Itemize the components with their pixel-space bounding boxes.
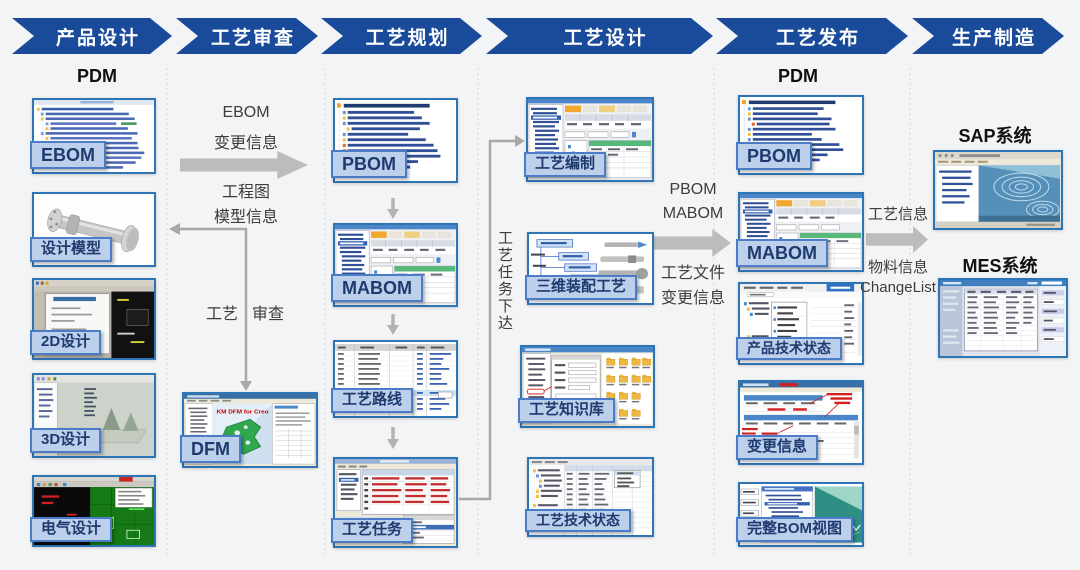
screenshot-pbom-release	[740, 97, 862, 173]
label-mabom-planning: MABOM	[331, 273, 423, 302]
review-text-review: 审查	[252, 306, 285, 323]
sap-system-heading: SAP系统	[958, 126, 1032, 146]
label-process-knowledge-base: 工艺知识库	[518, 398, 616, 423]
label-3d-design: 3D设计	[30, 428, 102, 453]
release-to-mfg-arrow	[866, 226, 928, 253]
mfg-arrow-text-changelist: ChangeList	[860, 279, 936, 296]
review-text-craft: 工艺	[205, 306, 238, 323]
label-process-task: 工艺任务	[331, 518, 414, 543]
thumbnail-sap-system	[933, 150, 1063, 230]
screenshot-electrical-design	[34, 477, 154, 545]
design-to-planning-arrow	[180, 151, 308, 179]
label-process-authoring: 工艺编制	[524, 152, 607, 177]
thumbnail-design-model: 设计模型	[30, 192, 156, 267]
label-full-bom-view: 完整BOM视图	[736, 517, 853, 542]
mfg-arrow-text-process: 工艺信息	[867, 206, 928, 223]
label-mabom-release: MABOM	[736, 238, 828, 267]
banner-step-process-review: 工艺审查	[176, 18, 318, 54]
label-product-tech-state: 产品技术状态	[736, 336, 842, 360]
thumbnail-mabom-planning: MABOM	[331, 223, 458, 307]
banner-step-process-design: 工艺设计	[486, 18, 713, 54]
release-arrow-text-mabom: MABOM	[662, 205, 724, 222]
label-design-model: 设计模型	[30, 237, 113, 262]
thumbnail-process-knowledge-base: 工艺知识库	[518, 345, 655, 428]
design-to-release-arrow	[653, 229, 731, 257]
banner-step-process-release: 工艺发布	[716, 18, 908, 54]
label-process-route: 工艺路线	[331, 388, 414, 413]
thumbnail-change-info: 变更信息	[736, 380, 864, 465]
release-arrow-text-files: 工艺文件	[660, 265, 725, 282]
thumbnail-dfm: KM DFM for Creo DFM	[180, 392, 318, 468]
label-process-tech-state: 工艺技术状态	[525, 508, 631, 532]
thumbnail-process-authoring: 工艺编制	[524, 97, 654, 182]
screenshot-sap-system	[935, 152, 1061, 228]
mfg-arrow-text-material: 物料信息	[867, 259, 928, 276]
label-pbom-release: PBOM	[736, 141, 812, 170]
thumbnail-product-tech-state: 产品技术状态	[736, 282, 864, 365]
banner-step-product-design: 产品设计	[12, 18, 172, 54]
label-pbom-planning: PBOM	[331, 149, 407, 178]
label-dfm: DFM	[180, 434, 241, 463]
label-change-info: 变更信息	[736, 435, 819, 460]
thumbnail-process-task: 工艺任务	[331, 457, 458, 548]
thumbnail-mes-system	[938, 278, 1068, 358]
dfm-watermark: KM DFM for Creo	[217, 409, 269, 416]
task-dispatch-label: 工艺任务下达	[496, 230, 513, 332]
label-2d-design: 2D设计	[30, 330, 102, 355]
thumbnail-pbom-planning: PBOM	[331, 98, 458, 183]
thumbnail-process-tech-state: 工艺技术状态	[525, 457, 654, 537]
thumbnail-full-bom-view: 完整BOM视图	[736, 482, 864, 547]
thumbnail-mabom-release: MABOM	[736, 192, 864, 272]
thumbnail-2d-design: 2D设计	[30, 278, 156, 360]
review-arrow-text-change: 变更信息	[213, 135, 278, 152]
thumbnail-ebom: EBOM	[30, 98, 156, 174]
release-arrow-text-pbom: PBOM	[669, 181, 717, 198]
label-electrical-design: 电气设计	[30, 517, 113, 542]
thumbnail-pbom-release: PBOM	[736, 95, 864, 175]
review-arrow-text-ebom: EBOM	[222, 104, 270, 121]
task-dispatch-arrow	[459, 135, 525, 501]
review-text-model: 模型信息	[213, 209, 278, 226]
thumbnail-3d-design: 3D设计	[30, 373, 156, 458]
release-arrow-text-change: 变更信息	[660, 290, 725, 307]
pdm-heading-left: PDM	[77, 66, 117, 86]
label-3d-assembly-process: 三维装配工艺	[525, 275, 638, 300]
label-ebom: EBOM	[30, 140, 106, 169]
thumbnail-process-route: 工艺路线	[331, 340, 458, 418]
screenshot-mes-system	[940, 280, 1066, 356]
mes-system-heading: MES系统	[962, 256, 1038, 276]
pdm-heading-right: PDM	[778, 66, 818, 86]
thumbnail-electrical-design: 电气设计	[30, 475, 156, 547]
review-text-drawing: 工程图	[221, 184, 270, 201]
banner-step-process-planning: 工艺规划	[321, 18, 482, 54]
banner-step-manufacturing: 生产制造	[912, 18, 1064, 54]
thumbnail-3d-assembly-process: 三维装配工艺	[525, 232, 654, 305]
